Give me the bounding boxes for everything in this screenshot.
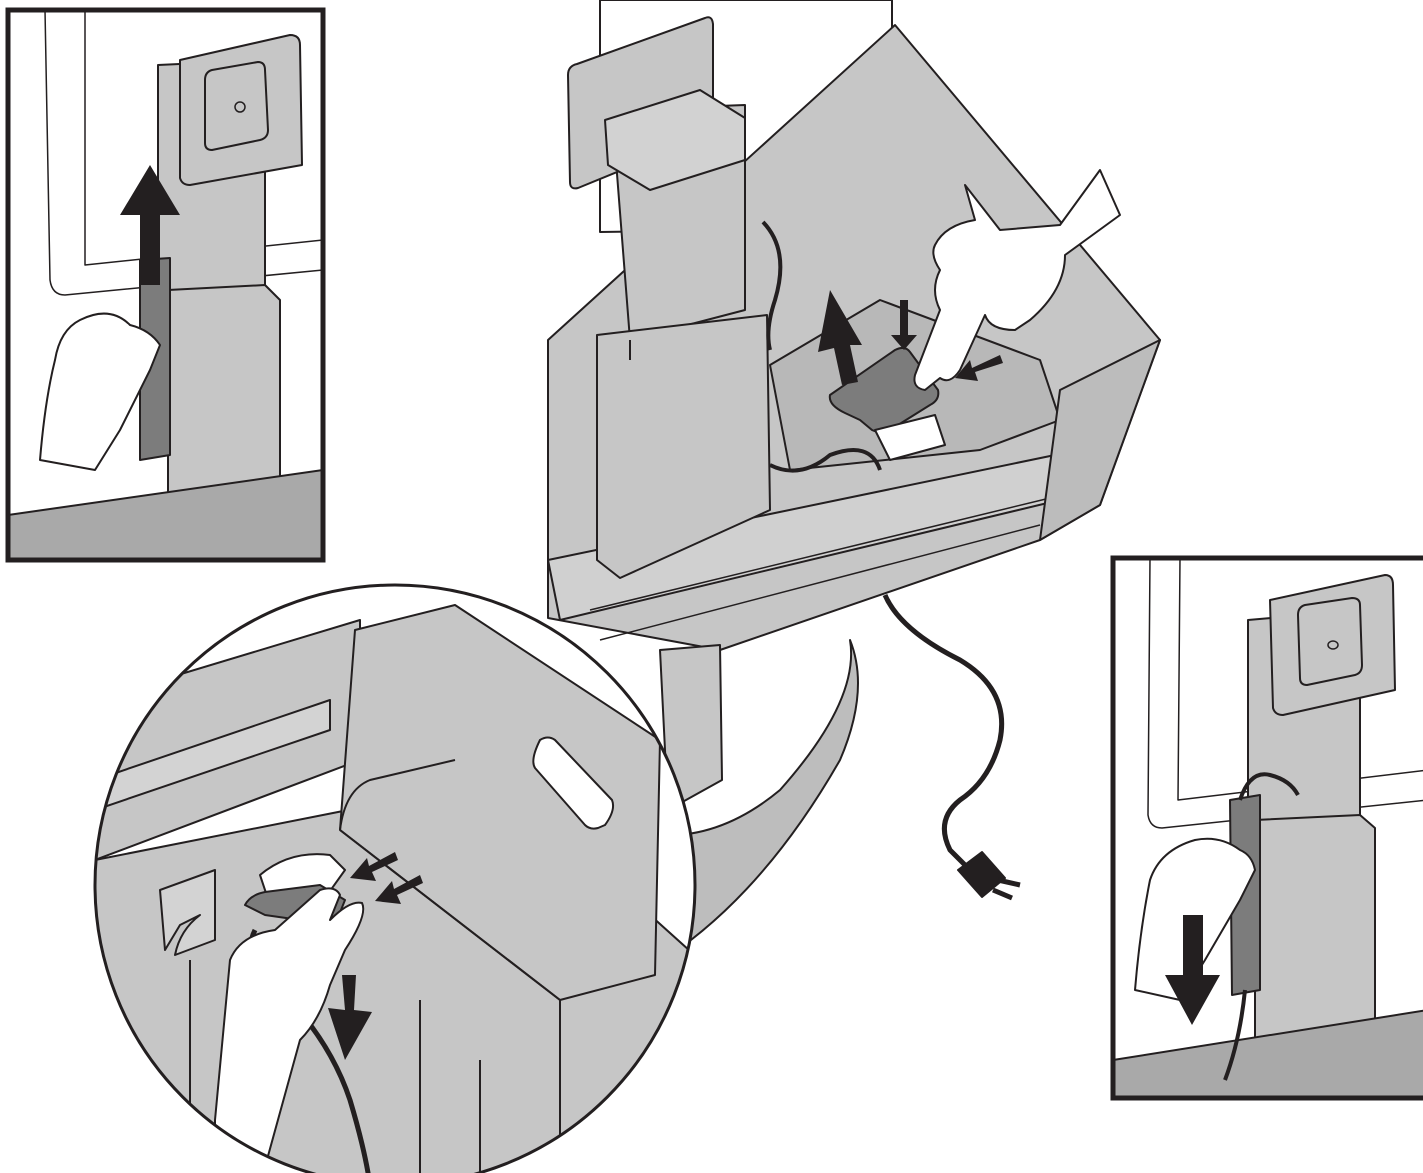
zoom-hand xyxy=(214,887,365,1173)
up-arrow-icon xyxy=(120,165,180,285)
bottom-right-panel xyxy=(1110,555,1423,1101)
press-arrow-icon xyxy=(350,852,423,904)
down-arrow-icon xyxy=(1165,915,1220,1025)
main-panel xyxy=(547,0,1161,966)
column-cap xyxy=(604,89,746,191)
column-lower xyxy=(596,314,771,579)
down-arrow-icon xyxy=(328,975,372,1060)
top-left-panel xyxy=(5,7,326,563)
cord-inside xyxy=(761,220,882,473)
main-hand xyxy=(913,169,1121,391)
press-arrow-icon xyxy=(891,300,1003,381)
power-cord xyxy=(882,593,1005,872)
zoom-panel xyxy=(93,583,697,1173)
plug-icon xyxy=(957,851,1021,901)
up-arrow-icon xyxy=(818,290,862,385)
side-housing xyxy=(1039,339,1161,541)
release-tab xyxy=(828,346,940,433)
white-slot xyxy=(874,414,946,461)
